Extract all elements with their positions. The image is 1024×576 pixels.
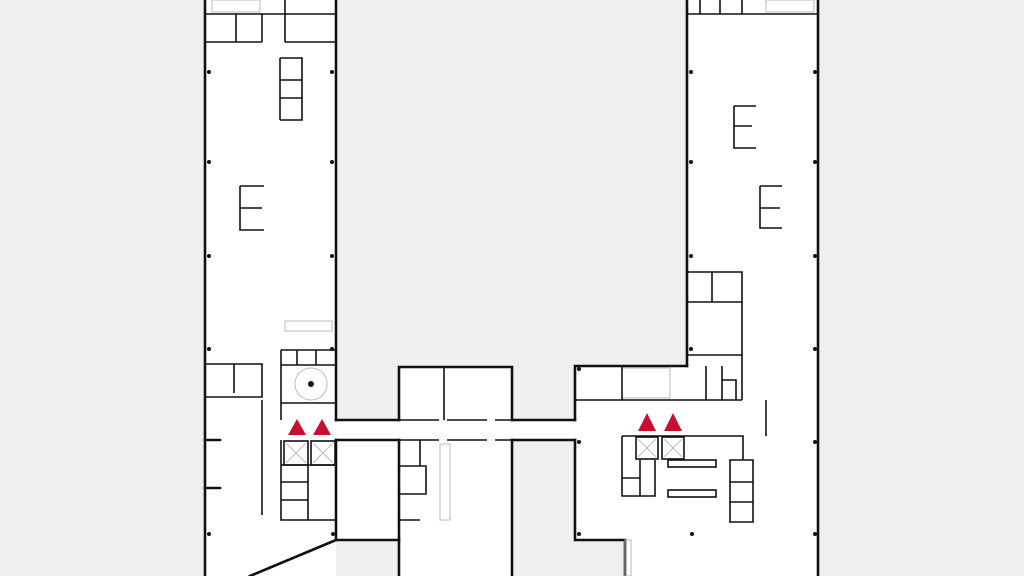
right-block <box>573 0 820 576</box>
elevator-icon <box>661 436 685 460</box>
red-triangle-marker-icon[interactable] <box>288 419 306 435</box>
elevator-icon <box>635 436 659 460</box>
red-triangle-marker-icon[interactable] <box>313 419 331 435</box>
red-triangle-marker-icon[interactable] <box>638 413 656 431</box>
left-wing <box>203 0 401 576</box>
columns <box>207 70 817 536</box>
floor-area <box>205 0 818 576</box>
red-triangle-marker-icon[interactable] <box>664 413 682 431</box>
markers <box>288 413 682 435</box>
center-block <box>334 365 577 576</box>
